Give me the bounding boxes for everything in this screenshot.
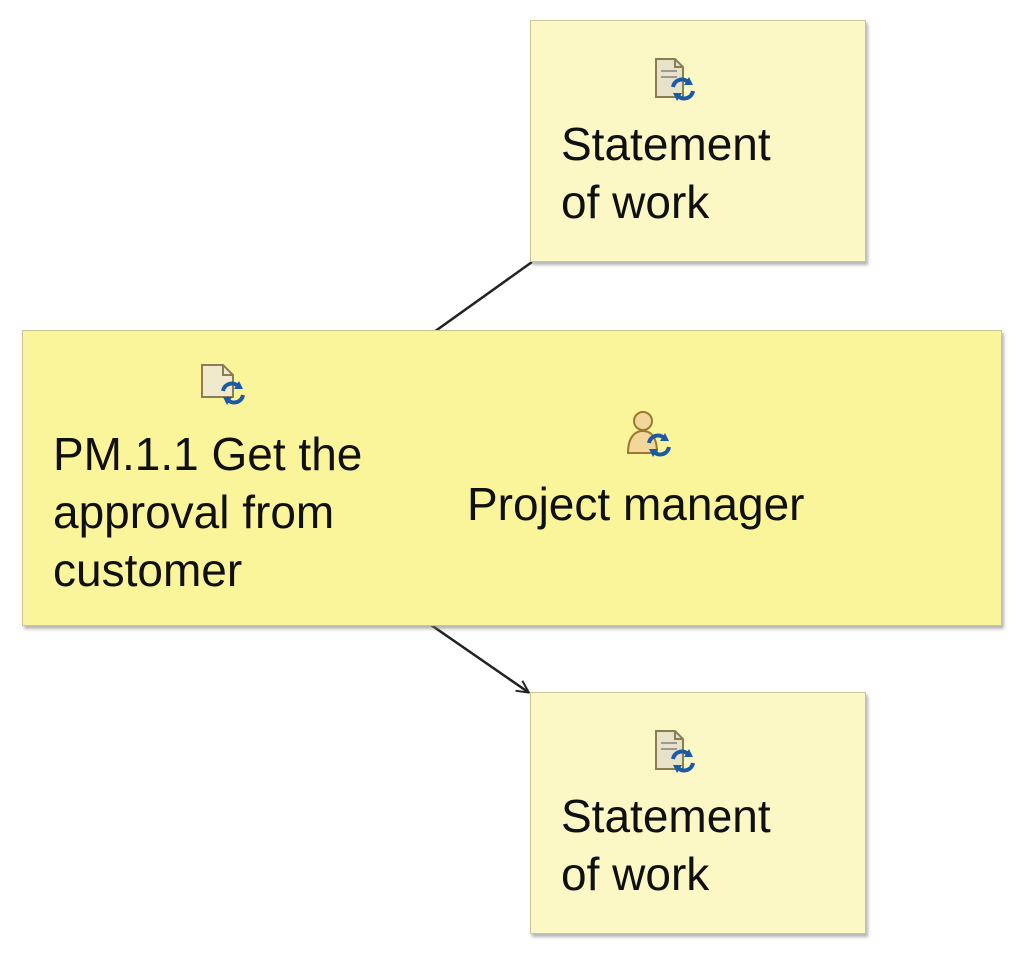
role-label: Project manager (467, 478, 805, 530)
task-icon (201, 364, 245, 405)
input-work-product-label: Statement of work (561, 118, 771, 228)
output-work-product-node[interactable]: Statement of work (530, 692, 866, 934)
role-icon (626, 411, 671, 457)
task-node[interactable]: PM.1.1 Get the approval from customer Pr… (22, 330, 1002, 626)
task-label: PM.1.1 Get the approval from customer (53, 428, 363, 596)
output-work-product-label: Statement of work (561, 790, 771, 900)
work-product-icon (655, 730, 695, 773)
work-product-icon (655, 58, 695, 101)
input-work-product-node[interactable]: Statement of work (530, 20, 866, 262)
